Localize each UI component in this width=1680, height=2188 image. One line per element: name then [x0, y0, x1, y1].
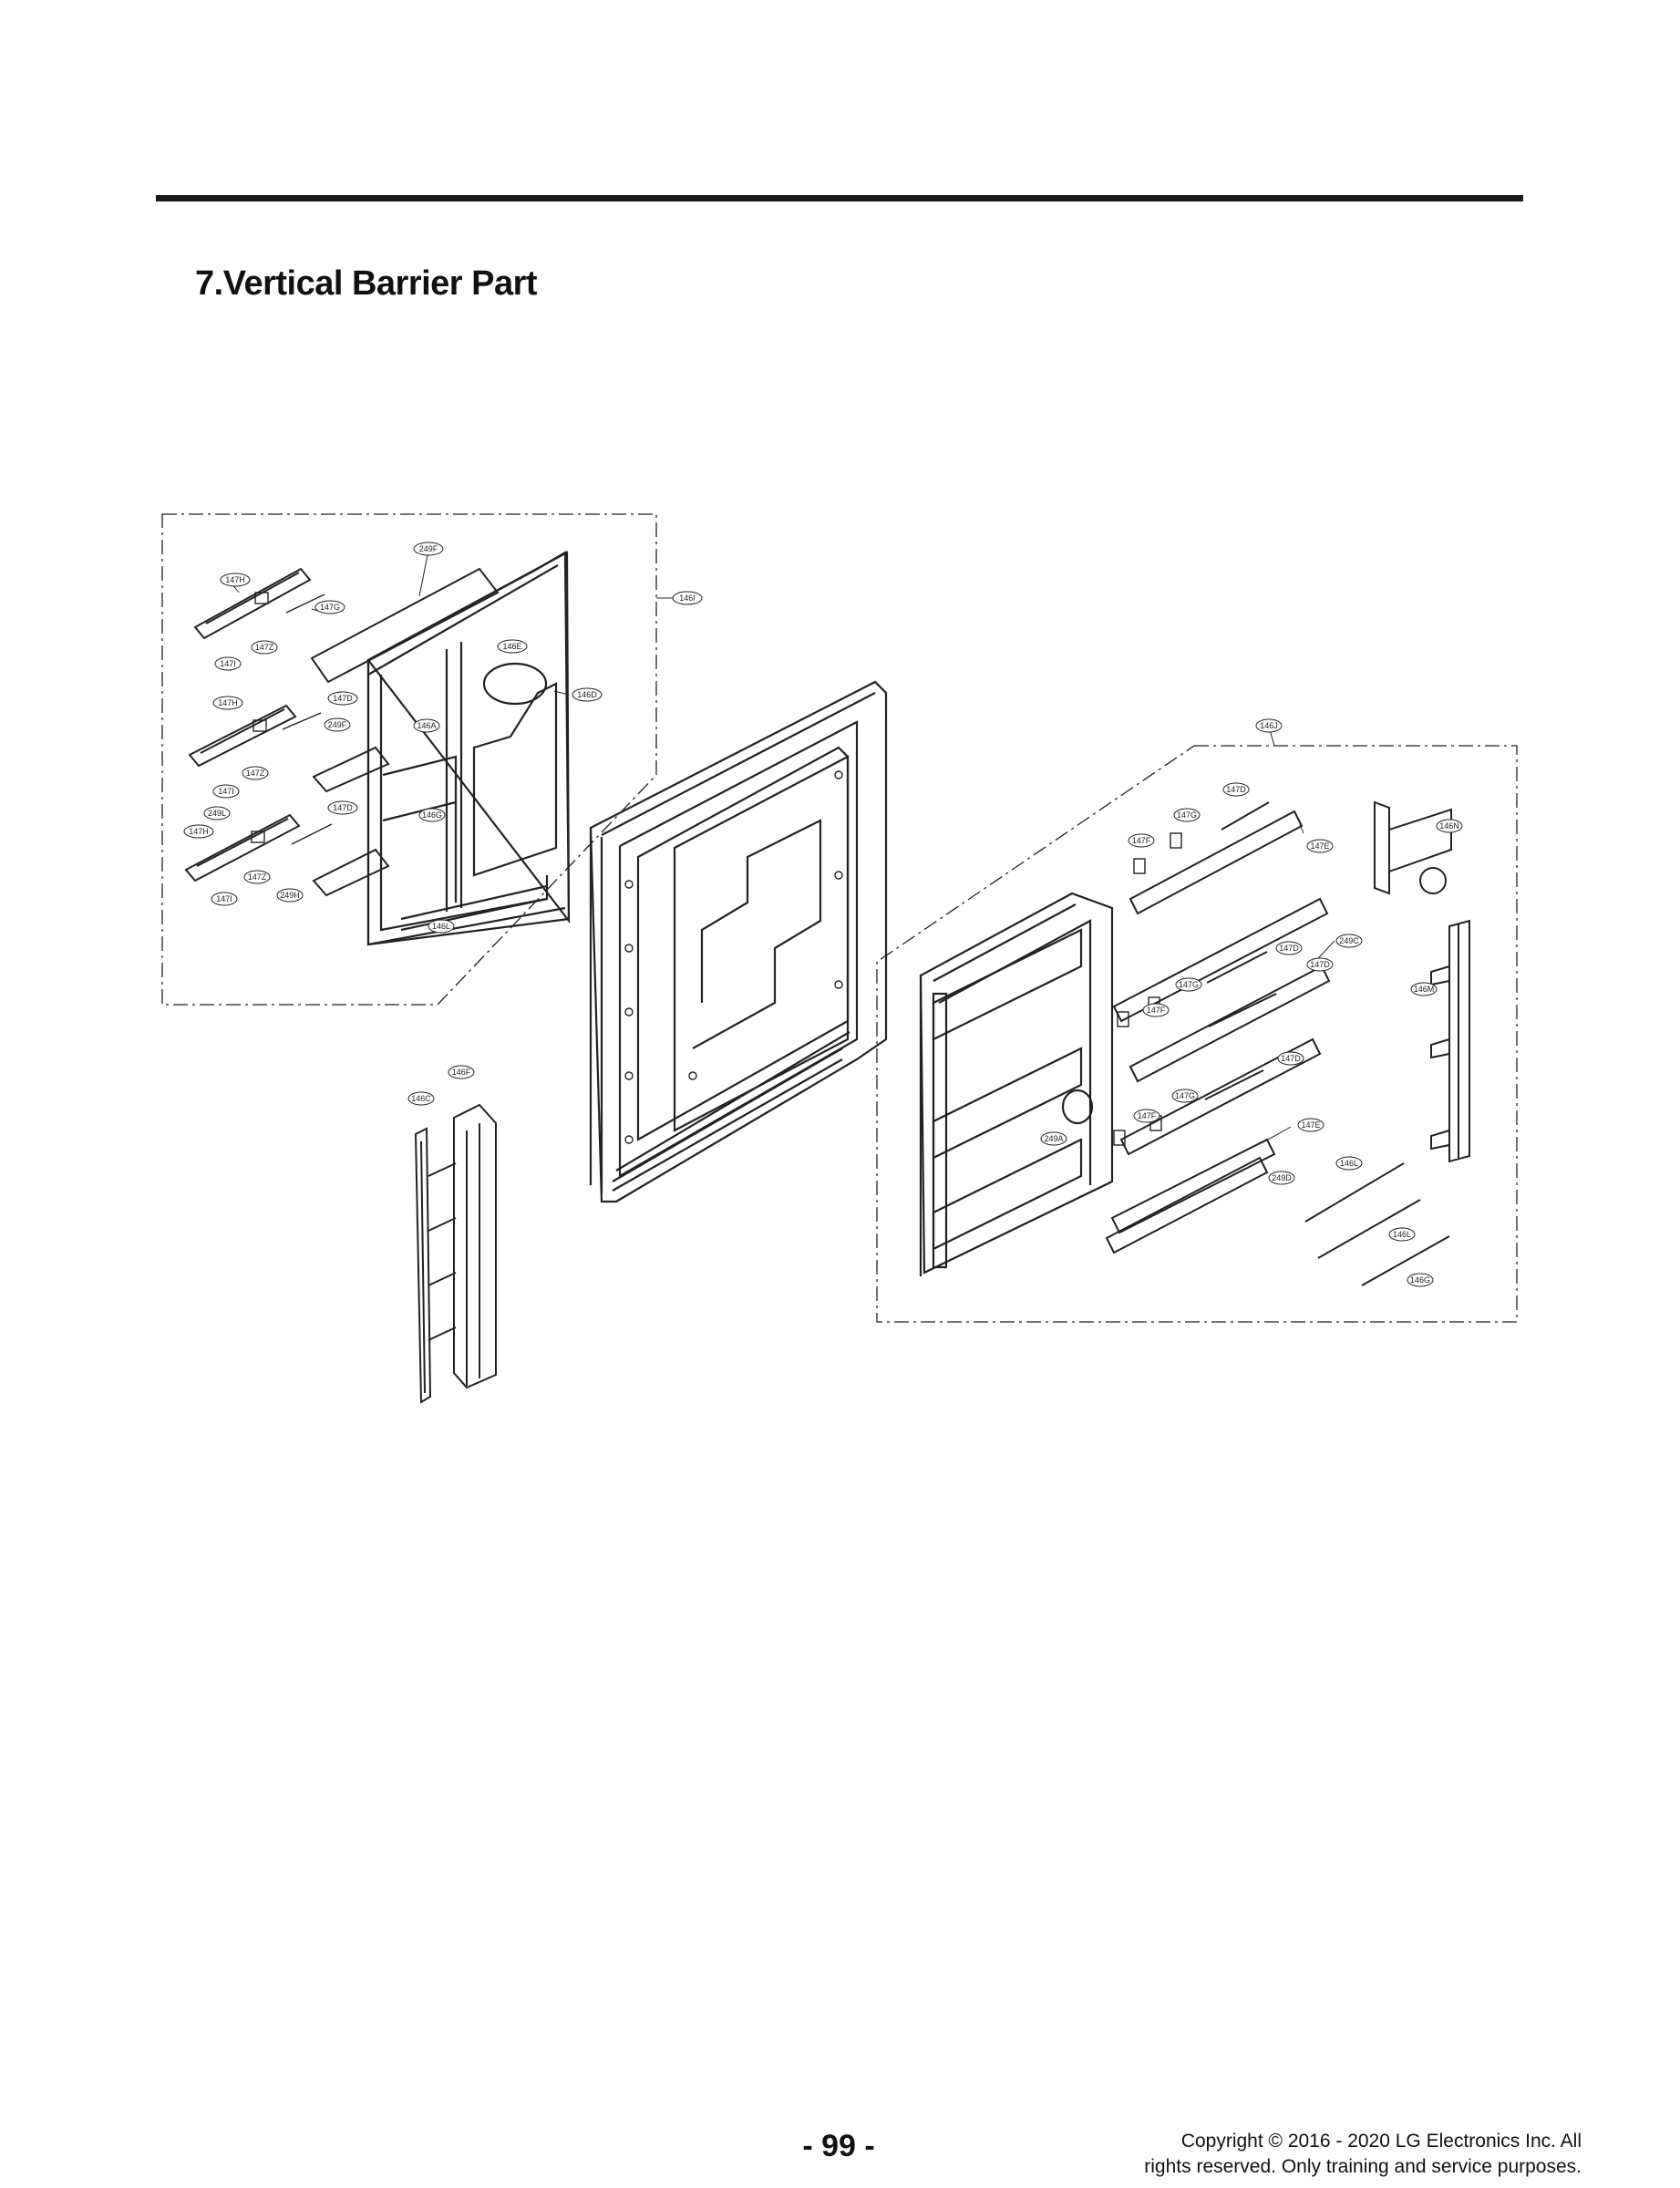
callout-label: 147G [320, 603, 340, 612]
callout-label: 249F [328, 720, 347, 729]
callout-label: 147F [1147, 1006, 1166, 1015]
callout-label: 147D [1281, 1054, 1301, 1063]
callout-label: 146I [679, 593, 696, 603]
callout-label: 147G [1177, 810, 1197, 820]
callout-label: 147D [1310, 960, 1330, 969]
callout-label: 146E [502, 642, 521, 651]
callout-label: 147D [1226, 785, 1246, 794]
callout-label: 147F [1132, 836, 1151, 845]
callout-label: 146M [1414, 985, 1435, 994]
callout-label: 147I [216, 894, 232, 903]
top-rule [156, 195, 1523, 201]
callout-label: 146C [411, 1094, 431, 1103]
callout-label: 147H [189, 827, 209, 836]
callout-label: 249F [419, 544, 438, 553]
callout-label: 249H [280, 891, 300, 900]
callout-label: 249C [1339, 936, 1359, 945]
callout-label: 147H [225, 575, 245, 584]
copyright-line-1: Copyright © 2016 - 2020 LG Electronics I… [1180, 2131, 1582, 2152]
copyright-notice: Copyright © 2016 - 2020 LG Electronics I… [998, 2129, 1582, 2180]
callout-label: 147E [1301, 1120, 1320, 1130]
callout-label: 147D [1279, 944, 1299, 953]
callout-label: 147F [1138, 1111, 1157, 1120]
callout-label: 146J [1260, 721, 1278, 730]
callout-label: 146A [417, 721, 436, 730]
callout-label: 147Z [255, 643, 274, 652]
callout-label: 146G [422, 810, 442, 820]
callout-label: 147G [1175, 1091, 1195, 1100]
callout-label: 147E [1310, 841, 1329, 851]
callout-label: 147Z [248, 872, 267, 882]
section-title: 7.Vertical Barrier Part [195, 264, 538, 303]
callout-label: 146F [452, 1068, 471, 1077]
callout-label: 249A [1044, 1134, 1063, 1143]
callout-label: 147Z [246, 769, 265, 778]
callout-label: 147D [333, 803, 353, 812]
callout-label: 146G [1410, 1275, 1430, 1285]
callout-label: 146L [432, 922, 450, 931]
callout-label: 147I [220, 659, 236, 668]
callout-label: 147D [333, 694, 353, 703]
page-number: - 99 - [802, 2129, 875, 2163]
callout-label: 146L [1393, 1230, 1411, 1239]
copyright-line-2: rights reserved. Only training and servi… [1144, 2156, 1582, 2177]
callout-label: 146L [1340, 1159, 1358, 1168]
callout-label: 146N [1439, 821, 1459, 831]
callout-label: 147H [218, 698, 238, 707]
callout-label: 147I [218, 787, 234, 796]
callout-label: 146D [577, 690, 597, 699]
callout-label: 249D [1272, 1173, 1292, 1182]
callout-label: 147G [1179, 980, 1199, 989]
callout-label: 249L [208, 809, 226, 818]
